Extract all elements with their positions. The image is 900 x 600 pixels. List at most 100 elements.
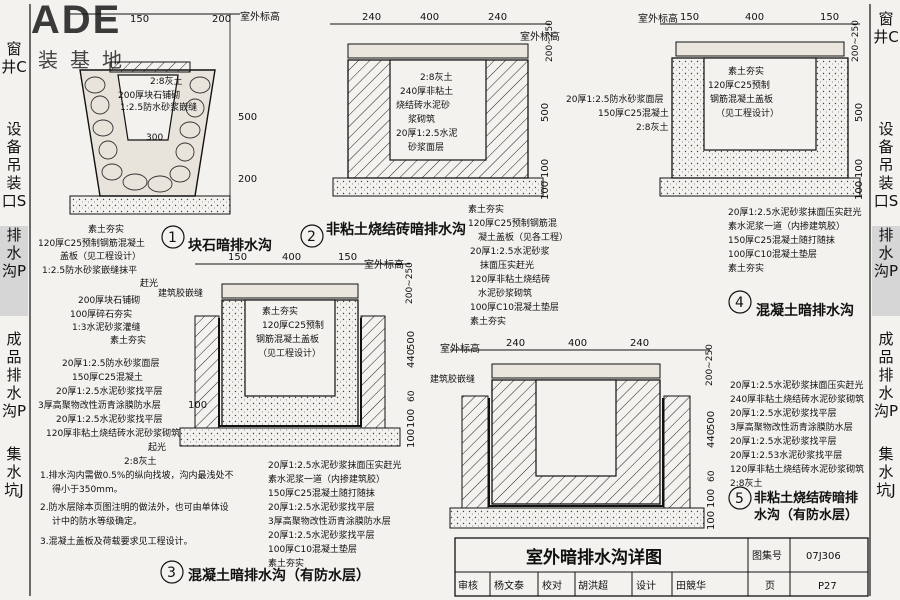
d2-note-6: 水泥砂浆砌筑 [478,287,532,299]
detail-4-concrete-drain [659,23,861,197]
d2-dim-100b: 100 [540,181,551,200]
detail-1-stone-drain [69,13,240,215]
d2-note-inside-2: 烧结砖水泥砂 [396,99,450,111]
d3-brick-right [360,315,386,429]
d1-note-3: 1:2.5防水砂浆嵌缝抹平 [42,264,137,276]
d3-note-left-3: 3厚高聚物改性沥青涂膜防水层 [38,399,161,411]
d4-note-inside-5: 150厚C25混凝土 [598,107,669,119]
d3-dim-100b: 100 [406,429,417,448]
d2-number-circle [300,224,324,248]
side-item-left-0[interactable]: 窗井C [1,40,27,76]
d5-dim-500: 500 [706,411,717,430]
d1-base [69,195,231,215]
d1-number-circle [161,225,185,249]
d5-dim-100b: 100 [706,511,717,530]
d4-note-inside-2: 钢筋混凝土盖板 [710,93,773,105]
side-item-right-0[interactable]: 窗井C [873,10,899,46]
d1-note-0: 素土夯实 [88,223,124,235]
d5-note-inside-0: 建筑胶嵌缝 [430,373,475,385]
detail-3-concrete-waterproof [179,263,410,447]
side-item-right-3[interactable]: 成品排水沟P [873,330,899,420]
page-label: 页 [765,580,775,592]
side-item-left-4[interactable]: 集水坑J [4,445,24,499]
d3-note-left-4: 20厚1:2.5水泥砂浆找平层 [56,413,163,425]
d2-name: 非粘土烧结砖暗排水沟 [326,221,466,238]
d4-dim-200-250: 200~250 [851,20,861,62]
d2-note-1: 120厚C25预制钢筋混 [468,217,557,229]
designer-name: 田競华 [676,579,706,592]
d2-notes-inside: 2:8灰土 240厚非粘土 烧结砖水泥砂 浆砌筑 20厚1:2.5水泥 砂浆面层 [396,71,458,153]
d2-channel [389,59,487,161]
d4-note-inside-3: （见工程设计） [716,107,779,119]
d3-number-circle [160,560,184,584]
general-note-1: 得小于350mm。 [52,483,123,495]
d5-dim-60: 60 [707,470,717,482]
side-item-right-2[interactable]: 排水沟P [872,226,900,316]
d2-note-0: 素土夯实 [468,203,504,215]
d3-note-left-6: 起光 [148,441,166,453]
d3-note-inside-0: 建筑胶嵌缝 [158,287,203,299]
side-item-right-4[interactable]: 集水坑J [876,445,896,499]
d5-waterproof-layer [488,398,664,507]
d3-note-6: 100厚C10混凝土垫层 [268,543,357,555]
d5-note-right-1: 240厚非粘土烧结砖水泥砂浆砌筑 [730,393,864,405]
d3-note-0: 20厚1:2.5水泥砂浆抹面压实赶光 [268,459,402,471]
side-index-right: 窗井C 设备吊装口S 排水沟P 成品排水沟P 集水坑J [872,0,900,600]
d5-number-circle [728,486,752,510]
d3-dim-60: 60 [407,390,417,402]
d4-notes-inside: 素土夯实 120厚C25预制 钢筋混凝土盖板 （见工程设计） 20厚1:2.5防… [566,65,779,133]
reviewer-name: 杨文泰 [494,579,524,592]
d1-note-1: 120厚C25预制钢筋混凝土 [38,237,145,249]
d1-outdoor-grade: 室外标高 [240,10,280,23]
d3-dim-100a: 100 [406,409,417,428]
d1-dim-200-top: 200 [212,14,231,25]
d5-dim-100a: 100 [706,489,717,508]
d1-dim-500: 500 [238,112,257,123]
d1-dim-300: 300 [146,133,163,143]
design-label: 设计 [636,579,656,592]
d3-note-3: 20厚1:2.5水泥砂浆找平层 [268,501,375,513]
side-item-left-1[interactable]: 设备吊装口S [1,120,27,210]
d3-cover-slab [221,283,359,299]
side-item-right-1[interactable]: 设备吊装口S [873,120,899,210]
d2-dim-500: 500 [540,103,551,122]
d2-base [332,177,544,197]
d3-note-left-5: 120厚非粘土烧结砖水泥砂浆砌筑 [46,427,180,439]
d4-note-1: 素水泥浆一道（内掺建筑胶） [728,220,845,232]
d3-note-inside-2: 120厚C25预制 [262,319,324,331]
d1-note-5: 200厚块石铺砌 [78,294,140,306]
general-note-0: 1.排水沟内需做0.5%的纵向找坡，沟内最浅处不 [40,469,233,481]
d3-waterproof-layer [218,318,362,427]
d5-note-right-3: 3厚高聚物改性沥青涂膜防水层 [730,421,853,433]
d2-note-inside-1: 240厚非粘土 [400,85,453,97]
d3-note-5: 20厚1:2.5水泥砂浆找平层 [268,529,375,541]
d4-note-3: 100厚C10混凝土垫层 [728,248,817,260]
page-number: P27 [818,581,837,592]
d4-number-circle [728,290,752,314]
d5-number: 5 [735,491,744,507]
d2-dim-200-250: 200~250 [545,20,555,62]
d1-name: 块石暗排水沟 [188,237,272,254]
d2-dim-240-right: 240 [488,12,507,23]
d2-note-2: 凝土盖板（见各工程） [478,231,568,243]
side-item-left-2[interactable]: 排水沟P [0,226,28,316]
d2-note-inside-4: 20厚1:2.5水泥 [396,127,458,139]
d4-note-0: 20厚1:2.5水泥砂浆抹面压实赶光 [728,206,862,218]
d4-dim-150-left: 150 [680,12,699,23]
d5-dim-440: 440 [706,429,717,448]
d5-cover-slab [491,363,661,379]
d3-note-left-7: 2:8灰土 [124,455,157,467]
d5-name: 非粘土烧结砖暗排水沟（有防水层） [754,491,859,523]
d1-cover-slab [109,61,191,73]
d5-outdoor-grade: 室外标高 [440,342,480,355]
d3-brick-left [194,315,220,429]
d2-note-inside-0: 2:8灰土 [420,71,453,83]
side-item-left-3[interactable]: 成品排水沟P [1,330,27,420]
d1-note-8: 素土夯实 [110,334,146,346]
detail-2-brick-drain [330,23,550,197]
d3-note-left-1: 150厚C25混凝土 [72,371,143,383]
d3-notes-left: 20厚1:2.5防水砂浆面层 150厚C25混凝土 20厚1:2.5水泥砂浆找平… [38,357,180,467]
d1-note-inside-0: 2:8灰土 [150,75,183,87]
d4-channel [703,57,817,151]
general-note-3: 计中的防水等级确定。 [52,515,142,527]
